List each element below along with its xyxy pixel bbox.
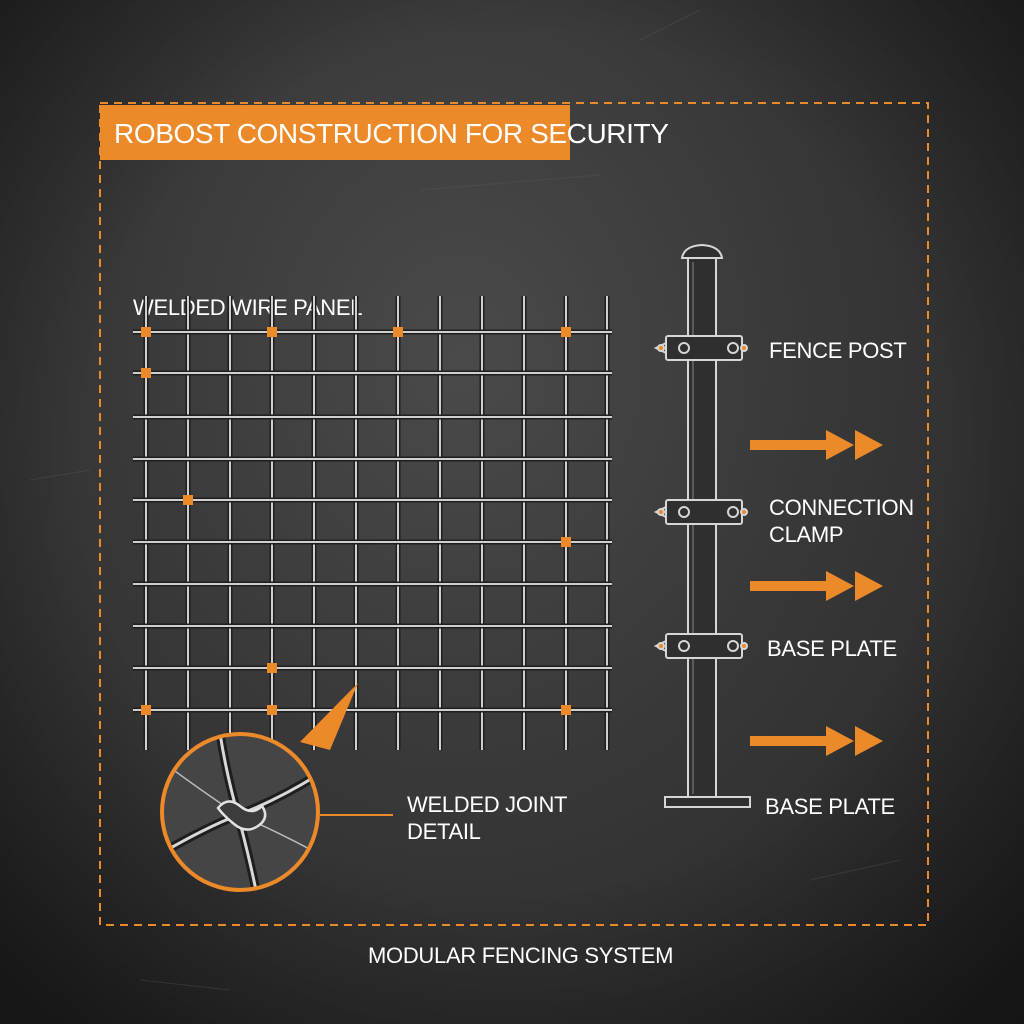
background-scratches — [29, 9, 901, 991]
welded-joint-detail — [160, 732, 320, 892]
weld-marker — [141, 327, 151, 337]
footer-caption: MODULAR FENCING SYSTEM — [368, 943, 673, 968]
fence-post-label: FENCE POST — [769, 338, 907, 363]
page-title: ROBOST CONSTRUCTION FOR SECURITY — [114, 118, 669, 149]
magnifier-ring — [160, 732, 320, 892]
weld-marker — [561, 537, 571, 547]
base-plate-label-1: BASE PLATE — [767, 636, 897, 661]
weld-marker — [561, 705, 571, 715]
post-base-plate — [664, 796, 751, 808]
fence-post-assembly — [653, 243, 751, 808]
weld-marker — [183, 495, 193, 505]
arrow-right-icon — [750, 726, 883, 756]
dashed-frame — [99, 102, 929, 926]
clamp-label-line2: CLAMP — [769, 522, 843, 547]
arrow-right-icon — [750, 571, 883, 601]
joint-label-line1: WELDED JOINT — [407, 792, 567, 817]
weld-marker — [267, 705, 277, 715]
connection-clamp — [653, 335, 748, 361]
clamp-label-line1: CONNECTION — [769, 495, 914, 520]
callout-pointer — [300, 683, 358, 750]
post-cap — [680, 243, 724, 259]
weld-marker — [141, 368, 151, 378]
weld-marker — [267, 663, 277, 673]
direction-arrows — [750, 430, 883, 756]
weld-markers — [141, 327, 571, 715]
weld-marker — [141, 705, 151, 715]
joint-label-line2: DETAIL — [407, 819, 481, 844]
weld-marker — [267, 327, 277, 337]
weld-marker — [393, 327, 403, 337]
base-plate-label-2: BASE PLATE — [765, 794, 895, 819]
weld-marker — [561, 327, 571, 337]
panel-label: WELDED WIRE PANEL — [133, 295, 362, 320]
arrow-right-icon — [750, 430, 883, 460]
title-banner — [100, 105, 570, 160]
connection-clamp — [653, 499, 748, 525]
connection-clamp — [653, 633, 748, 659]
